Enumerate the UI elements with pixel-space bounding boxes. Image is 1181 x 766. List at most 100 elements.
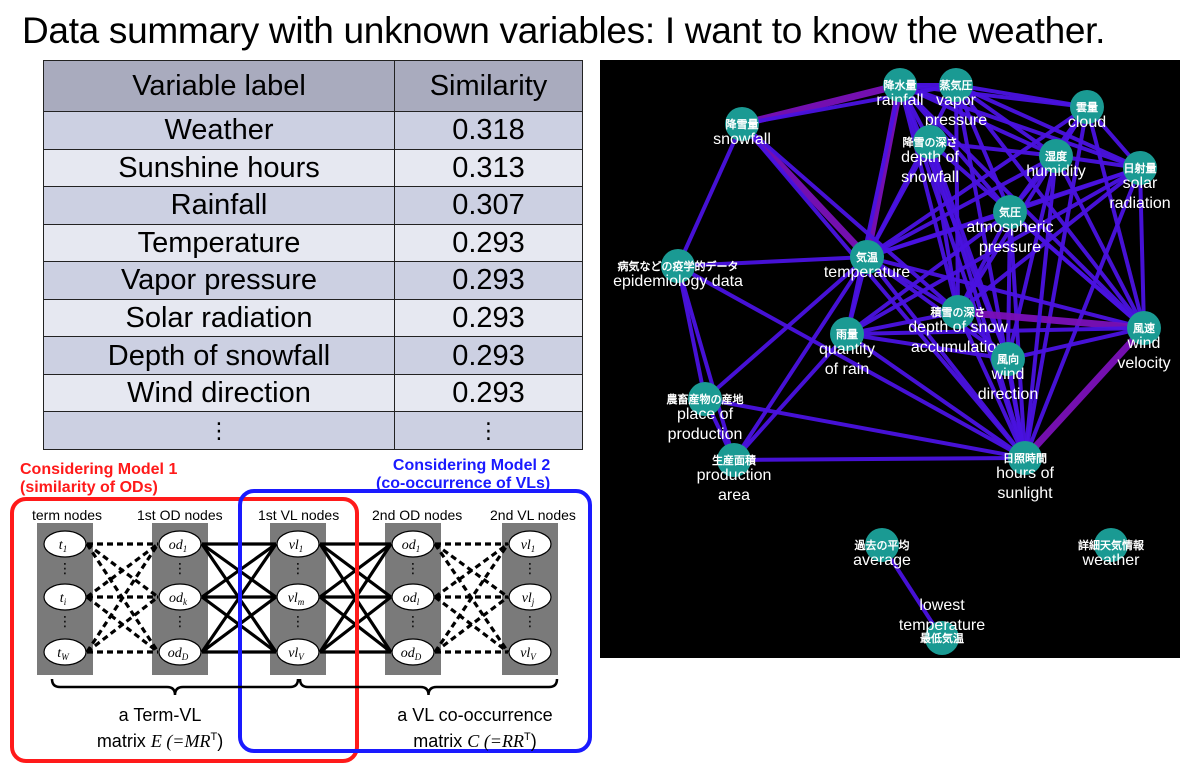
model2-subtitle: (co-occurrence of VLs) [376, 475, 551, 492]
model-edge [85, 543, 160, 653]
network-edge [846, 166, 1141, 336]
node-label-en: vapor [936, 92, 977, 109]
table-header-row: Variable label Similarity [43, 60, 583, 112]
model-edge [434, 595, 509, 654]
header-variable-label: Variable label [43, 60, 395, 112]
model-node [43, 638, 87, 666]
network-edge [957, 308, 1145, 332]
network-edge [732, 332, 849, 462]
network-edge [1008, 210, 1146, 330]
node-label-jp: 気温 [856, 250, 878, 264]
node-circle [925, 621, 959, 655]
node-circle [1127, 311, 1161, 345]
model-node [43, 530, 87, 558]
variable-label-cell: Wind direction [43, 373, 395, 413]
variable-label-cell: Rainfall [43, 186, 395, 225]
node-label-jp: 蒸気圧 [940, 78, 973, 92]
model-edge [86, 595, 159, 654]
node-label-en: average [853, 552, 911, 569]
network-edge [677, 264, 1026, 460]
network-edge [866, 255, 1145, 330]
network-edge [1007, 326, 1145, 361]
node-circle [850, 240, 884, 274]
node-label-jp: 降雪量 [726, 117, 759, 131]
matrix-brace [298, 678, 559, 696]
model-node [276, 530, 320, 558]
node-label-en: cloud [1068, 114, 1106, 131]
network-edge [846, 326, 1145, 336]
matrix2-line2: matrix C (=RRT) [370, 726, 580, 752]
network-edge [928, 141, 1010, 360]
network-edge [865, 141, 932, 258]
matrix2-sup: T [523, 731, 531, 743]
network-edge [846, 332, 1009, 361]
column-label-od2: 2nd OD nodes [372, 507, 462, 523]
node-label-jp: 日射量 [1124, 161, 1157, 175]
node-label-en: humidity [1026, 163, 1086, 180]
col-base: OD nodes [155, 507, 223, 523]
network-edge [865, 255, 1010, 361]
matrix2-var: C [467, 731, 480, 751]
network-edge [846, 310, 959, 336]
model-node-label: od1 [169, 538, 188, 554]
variable-label-cell: Temperature [43, 223, 395, 263]
variable-label-cell: Depth of snowfall [43, 336, 395, 375]
node-circle [941, 295, 975, 329]
network-edge [740, 122, 1027, 460]
variable-label-cell: Solar radiation [43, 298, 395, 338]
vertical-ellipsis: ⋮ [406, 613, 420, 629]
network-edge [928, 141, 960, 313]
network-edge [898, 84, 960, 313]
node-label-en: area [718, 487, 750, 504]
model2-title: Considering Model 2 (co-occurrence of VL… [376, 457, 550, 493]
matrix1-line1: a Term-VL [118, 705, 202, 725]
similarity-cell: 0.307 [394, 186, 583, 225]
node-label-en: sunlight [997, 485, 1053, 502]
matrix1-sup: T [210, 731, 218, 743]
model1-box [10, 497, 359, 763]
network-edge [1022, 325, 1147, 461]
node-label-en: production [668, 426, 743, 443]
model-node-label: od1 [402, 538, 421, 554]
col-ord: 1st [137, 507, 156, 523]
network-edge [1009, 166, 1141, 214]
column-label-od1: 1st OD nodes [137, 507, 223, 523]
col-ord: 2nd [490, 507, 514, 523]
node-label-en: solar [1123, 175, 1158, 192]
col-base: term nodes [32, 507, 103, 523]
matrix1-formula: (=MR [161, 731, 211, 751]
similarity-cell: 0.293 [394, 223, 583, 263]
node-circle [1123, 151, 1157, 185]
node-label-en: wind [1127, 335, 1161, 352]
node-circle [913, 125, 947, 159]
node-label-jp: 詳細天気情報 [1078, 538, 1145, 552]
network-edge [955, 83, 1141, 170]
network-edge [956, 311, 1027, 459]
node-label-en: temperature [899, 617, 985, 634]
column-label-vl2: 2nd VL nodes [490, 507, 576, 523]
similarity-cell: 0.318 [394, 111, 583, 150]
network-edge [866, 210, 1011, 259]
col-base: VL nodes [513, 507, 576, 523]
node-label-jp: 気圧 [999, 205, 1021, 219]
network-edge [1138, 167, 1146, 329]
matrix2-formula: (=RR [479, 731, 524, 751]
similarity-cell: 0.293 [394, 336, 583, 375]
model-node-label: vlj [522, 591, 535, 607]
node-label-en: quantity [819, 341, 875, 358]
node-label-jp: 雲量 [1076, 101, 1098, 114]
vertical-ellipsis: ⋮ [58, 560, 72, 576]
